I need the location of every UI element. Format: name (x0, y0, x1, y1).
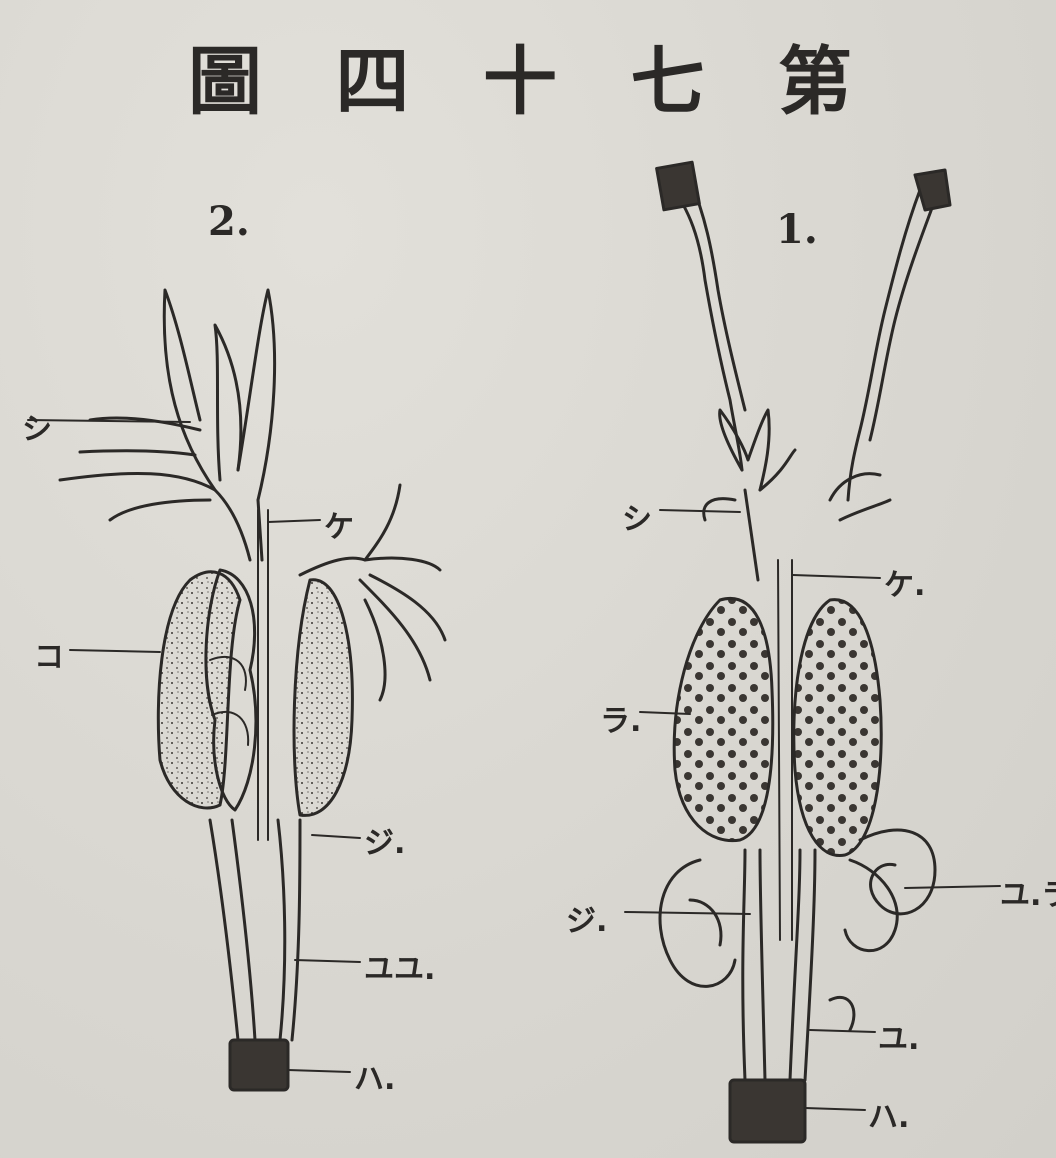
fig1-label-yura: ユ.ラ (1000, 870, 1056, 914)
fig1-label-ra: ラ. (600, 696, 641, 740)
fig2-label-ke: ケ (324, 502, 354, 546)
fig2-label-ji: ジ. (364, 818, 405, 862)
fig1-label-yu: ユ. (878, 1014, 919, 1058)
fig1-label-ke: ケ. (884, 560, 925, 604)
figure-1-drawing (625, 162, 1000, 1142)
fig1-label-ji: ジ. (566, 896, 607, 940)
fig2-label-ha: ハ. (354, 1054, 395, 1098)
fig1-label-ha: ハ. (868, 1092, 909, 1136)
fig1-label-shi: シ (622, 494, 652, 538)
fig2-label-yuyu: ユユ. (364, 944, 435, 988)
fig2-label-ko: コ (34, 632, 64, 676)
fig2-label-shi: シ (22, 404, 52, 448)
